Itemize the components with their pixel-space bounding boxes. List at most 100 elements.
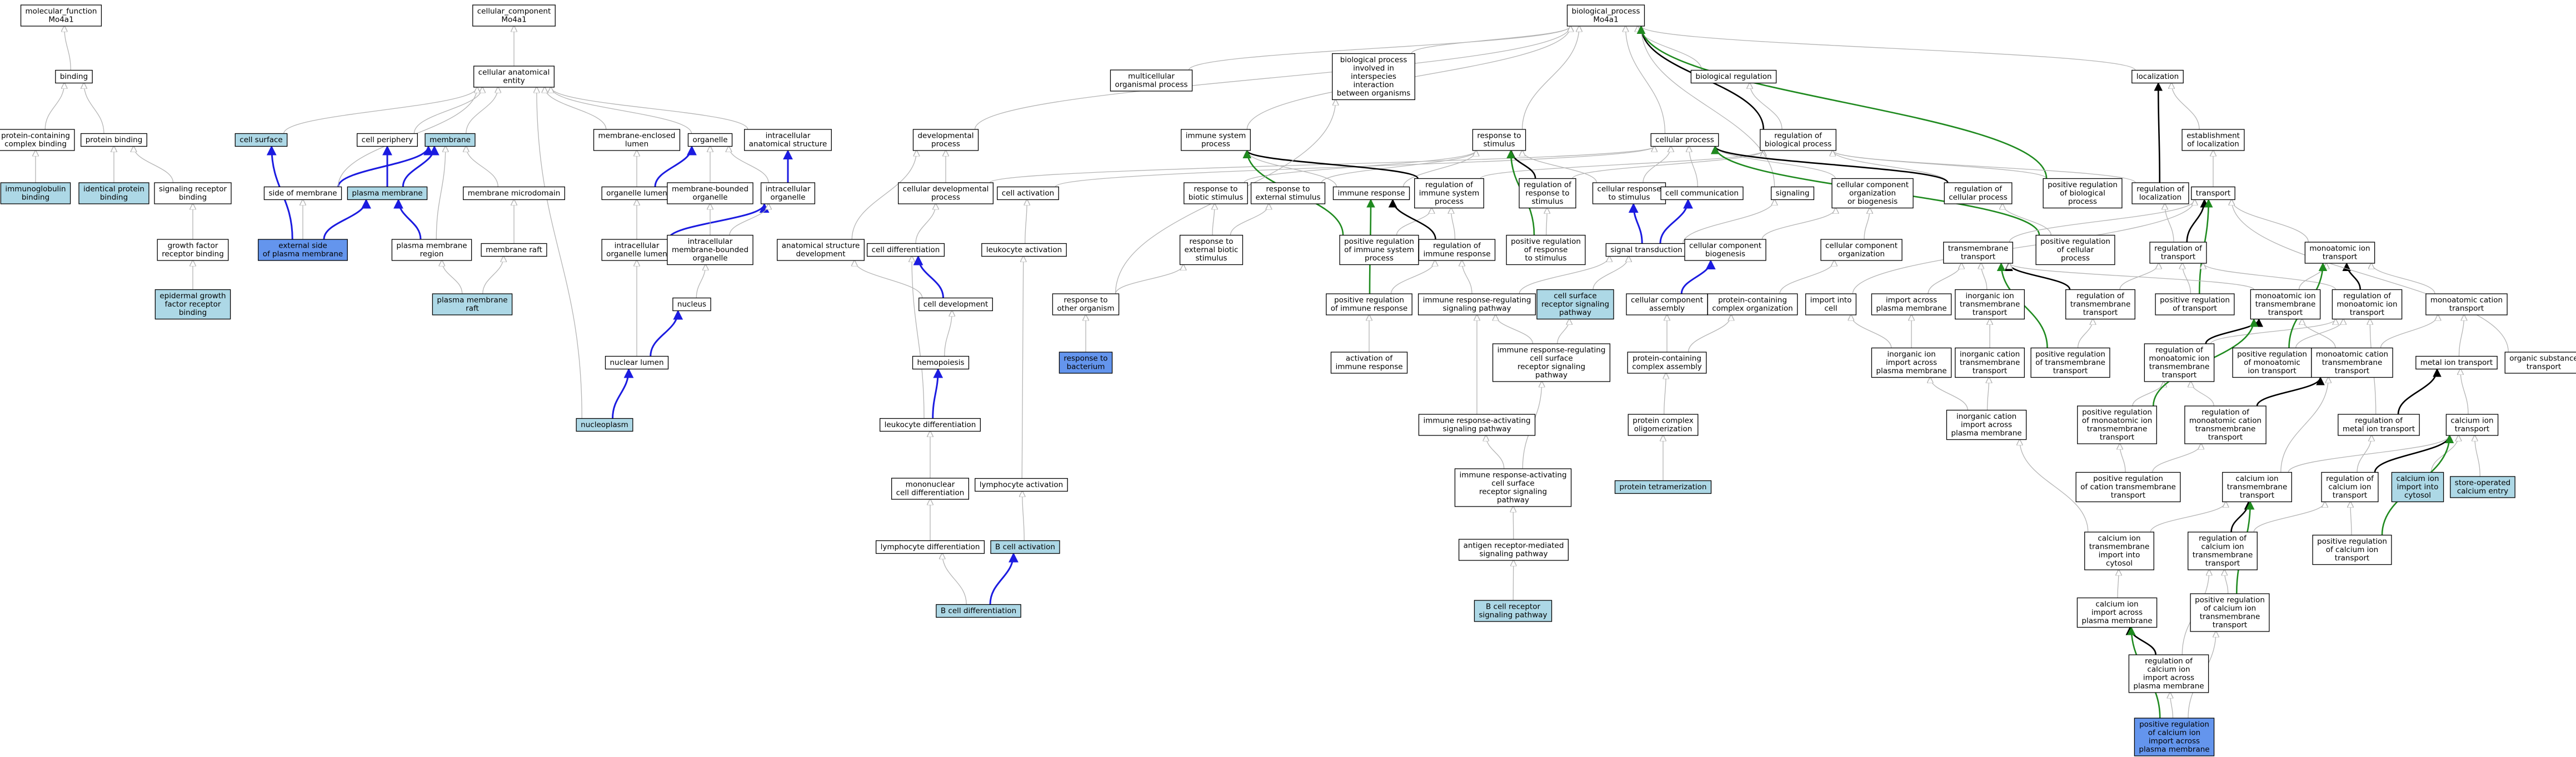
node-label: cell activation (1002, 189, 1054, 198)
node-label: regulation of (2201, 408, 2250, 417)
node-box (157, 239, 229, 261)
node-label: cytosol (2106, 559, 2133, 568)
node-label: regulation of (1524, 181, 1572, 189)
edge-is-a (1022, 492, 1025, 541)
edge-is-a (1212, 204, 1215, 235)
node-box (1332, 186, 1410, 200)
node-box (601, 239, 672, 261)
edge-is-a (1230, 204, 1269, 235)
node-label: transport (2527, 363, 2561, 372)
node-label: pathway (1497, 496, 1529, 505)
node-label: anatomical structure (782, 242, 860, 250)
node-box (1339, 234, 1419, 265)
node-box (918, 297, 993, 312)
node-label: cellular response (1597, 185, 1661, 194)
node-label: mononuclear (906, 480, 955, 489)
node-label: biological process (1765, 140, 1832, 149)
node-label: response to (1064, 296, 1107, 305)
edge-is-a (2003, 204, 2051, 235)
node-label: oligomerization (1634, 425, 1693, 434)
edge-part-of (1628, 203, 1643, 244)
node-label: transport (2162, 371, 2196, 380)
node-box (2076, 597, 2158, 628)
edge-is-a (1022, 257, 1024, 479)
node-label: import into (2397, 483, 2439, 492)
node-label: transmembrane (1948, 244, 2009, 253)
go-term-node-signaling: signaling (1770, 186, 1815, 200)
edge-is-a (912, 257, 925, 419)
edge-is-a (2280, 378, 2329, 473)
node-box (1417, 293, 1536, 315)
node-box (2391, 472, 2444, 503)
node-label: calcium entry (2457, 487, 2508, 496)
go-term-node-orglumen: organelle lumen (601, 186, 672, 200)
node-box (990, 540, 1060, 554)
node-box (263, 186, 342, 200)
node-label: import across (2149, 737, 2200, 746)
node-label: cytosol (2404, 491, 2431, 500)
node-label: pathway (1559, 308, 1591, 317)
node-label: positive regulation (1334, 296, 1404, 305)
edge-is-a (64, 26, 71, 71)
node-box (1707, 293, 1798, 315)
node-box (0, 182, 71, 204)
node-label: regulation of (2355, 417, 2403, 425)
node-box (1871, 293, 1952, 315)
node-label: protein-containing (1, 132, 70, 141)
edge-is-a (2119, 263, 2159, 290)
edge-part-of (337, 145, 433, 187)
node-label: positive regulation (2040, 237, 2110, 246)
edge-is-a (1930, 378, 1968, 410)
node-label: receptor signaling (1541, 300, 1609, 309)
node-label: lymphocyte activation (980, 480, 1063, 489)
node-label: positive regulation (2093, 474, 2163, 483)
edge-is-a (1928, 263, 1961, 294)
node-label: to stimulus (1525, 254, 1567, 263)
node-label: transport (2213, 621, 2247, 630)
node-label: biological process (1340, 56, 1407, 64)
edge-is-a (729, 204, 768, 235)
node-box (55, 69, 93, 84)
node-box (1506, 234, 1586, 265)
node-label: involved in (1353, 64, 1394, 73)
edge-is-a (436, 147, 446, 240)
edge-is-a (2231, 200, 2509, 353)
edge-is-a (1496, 315, 1534, 344)
edge-is-a (1396, 208, 1432, 235)
edge-is-a (851, 151, 916, 240)
node-label: of plasma membrane (263, 250, 343, 259)
node-label: regulation of (2326, 474, 2374, 483)
edge-is-a (1321, 151, 1476, 183)
edge-is-a (2210, 319, 2336, 344)
edge-part-of (932, 368, 943, 419)
node-box (234, 133, 288, 147)
edge-is-a (1025, 200, 1027, 244)
node-label: cell differentiation (872, 245, 940, 254)
node-label: external stimulus (1256, 193, 1321, 202)
node-box (1059, 352, 1113, 374)
edge-is-a (2357, 435, 2372, 473)
node-label: receptor signaling (1479, 488, 1547, 497)
node-label: transmembrane (2193, 551, 2253, 560)
edge-regulates (2125, 626, 2157, 655)
node-label: lymphocyte differentiation (881, 543, 980, 552)
edge-is-a (413, 87, 482, 134)
node-label: import across (2143, 674, 2194, 683)
go-term-node-sideofmem: side of membrane (263, 186, 342, 200)
node-label: cell surface (1554, 292, 1596, 300)
